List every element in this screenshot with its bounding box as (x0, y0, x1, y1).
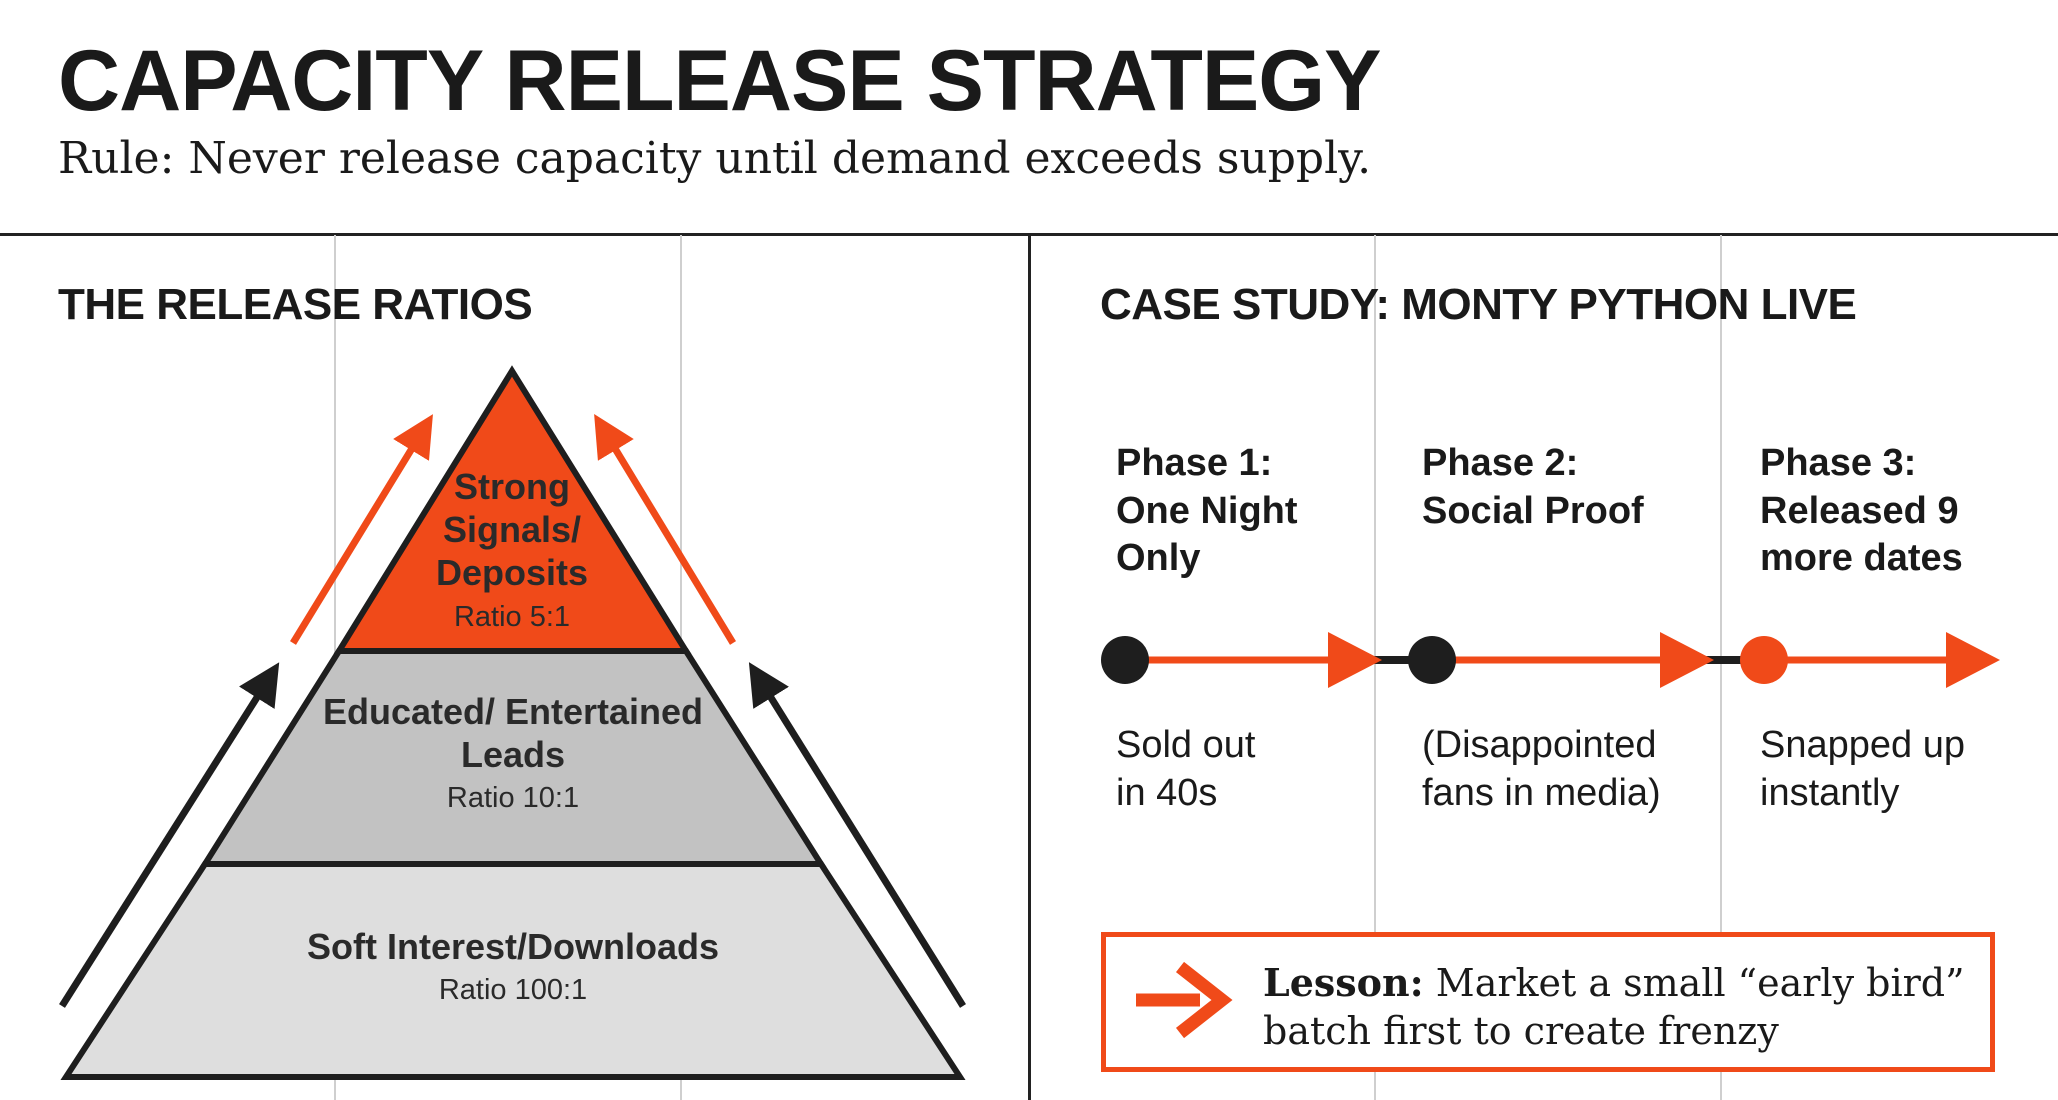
timeline-arrowhead-3 (1946, 632, 2000, 688)
lesson-box: Lesson: Market a small “early bird” batc… (1101, 932, 1995, 1072)
tier-top-ratio: Ratio 5:1 (453, 600, 571, 633)
tier-middle-ratio: Ratio 10:1 (446, 782, 580, 815)
tier-bottom-label: Soft Interest/Downloads Ratio 100:1 (213, 925, 813, 1007)
lesson-text: Lesson: Market a small “early bird” batc… (1263, 959, 1983, 1055)
arrow-right-icon (1136, 961, 1233, 1039)
ratios-section-title: THE RELEASE RATIOS (58, 280, 533, 329)
phase-2-outcome: (Disappointed fans in media) (1422, 724, 1661, 814)
phase-2-title: Phase 2: Social Proof (1422, 442, 1644, 532)
arrow-up-right-black (748, 662, 966, 1008)
phase-1-title: Phase 1: One Night Only (1116, 442, 1298, 579)
header-divider (0, 233, 2058, 236)
arrow-up-right-orange (594, 414, 736, 645)
pyramid-tier-top (333, 365, 692, 654)
timeline-arrowhead-2 (1660, 632, 1714, 688)
phase-3-outcome: Snapped up instantly (1760, 724, 1965, 814)
grid-line (1374, 235, 1376, 1100)
lesson-label: Lesson: (1263, 960, 1424, 1005)
tier-middle-name: Educated/ Entertained Leads (322, 691, 704, 776)
tier-top-name: Strong Signals/ Deposits (435, 466, 589, 594)
phase-3-title: Phase 3: Released 9 more dates (1760, 442, 1963, 579)
tier-top-label: Strong Signals/ Deposits Ratio 5:1 (392, 465, 632, 634)
tier-middle-label: Educated/ Entertained Leads Ratio 10:1 (313, 690, 713, 815)
timeline-node-phase-3 (1740, 636, 1788, 684)
phase-1-outcome: Sold out in 40s (1116, 724, 1256, 814)
timeline-node-phase-2 (1408, 636, 1456, 684)
lesson-body: Market a small “early bird” batch first … (1263, 961, 1965, 1053)
section-divider (1028, 235, 1031, 1100)
arrow-up-left-black (59, 662, 280, 1008)
case-study-title: CASE STUDY: MONTY PYTHON LIVE (1100, 280, 1857, 329)
timeline-arrowhead-1 (1328, 632, 1382, 688)
page-subtitle: Rule: Never release capacity until deman… (58, 133, 1372, 184)
tier-bottom-name: Soft Interest/Downloads (306, 926, 720, 967)
tier-bottom-ratio: Ratio 100:1 (438, 974, 588, 1007)
timeline-node-phase-1 (1101, 636, 1149, 684)
arrow-up-left-orange (290, 414, 433, 645)
page-title: CAPACITY RELEASE STRATEGY (58, 33, 1381, 129)
grid-line (1720, 235, 1722, 1100)
